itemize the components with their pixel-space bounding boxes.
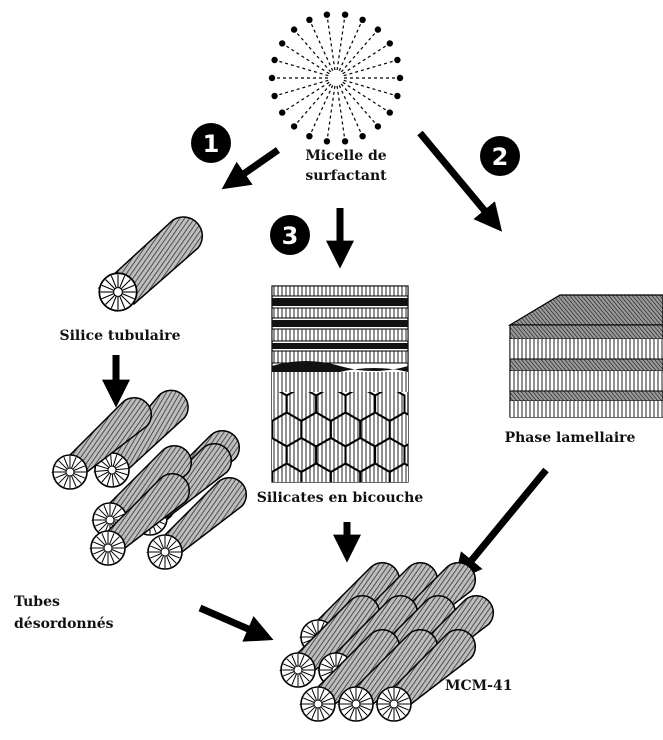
micelle-head [394,93,400,99]
micelle-head [324,138,330,144]
micelle-head [359,133,365,139]
lamellar-phase-block [510,295,663,417]
svg-text:2: 2 [492,143,509,171]
arrow-lamellar-to-mcm41 [462,470,546,572]
micelle-tail [344,61,394,76]
micelle-head [324,12,330,18]
tubular-silica-tube [99,217,202,311]
micelle-head [375,26,381,32]
micelle-tail [286,46,330,74]
micelle-head [397,75,403,81]
micelle-head [279,109,285,115]
route-2-badge: 2 [480,136,520,176]
micelle-head [387,40,393,46]
micelle-head [387,109,393,115]
svg-text:3: 3 [282,222,299,250]
micelle-head [306,133,312,139]
surfactant-micelle [269,12,403,145]
micelle-tail [297,84,331,123]
tubular-silica-label: Silice tubulaire [60,328,181,344]
micelle-head [271,93,277,99]
lamellar-phase-label: Phase lamellaire [505,430,636,446]
micelle-head [342,138,348,144]
micelle-tail [343,82,387,110]
micelle-tail [286,82,330,110]
micelle-tail [278,80,328,95]
micelle-tail [278,61,328,76]
disordered-tubes-label-line2: désordonnés [14,616,114,632]
disordered-tubes-label-line1: Tubes [14,594,60,610]
micelle-label-line2: surfactant [305,168,387,184]
route-3-badge: 3 [270,215,310,255]
micelle-tail [341,84,375,123]
micelle-head [306,17,312,23]
micelle-head [279,40,285,46]
micelle-head [359,17,365,23]
micelle-head [291,123,297,129]
micelle-tail [343,46,387,74]
micelle-tail [344,80,394,95]
arrow-tubes-to-mcm41 [200,608,262,635]
bilayer-silicates-label: Silicates en bicouche [257,490,424,506]
bilayer-silicates-panel [257,286,419,498]
micelle-tail [297,33,331,72]
mcm41-label: MCM-41 [445,678,512,694]
micelle-tail [328,86,335,137]
micelle-tail [328,19,335,71]
micelle-head [375,123,381,129]
disordered-tubes-cluster [53,389,246,569]
micelle-tail [337,86,344,137]
micelle-head [291,26,297,32]
micelle-head [269,75,275,81]
micelle-label-line1: Micelle de [305,148,386,164]
micelle-head [342,12,348,18]
micelle-head [394,57,400,63]
micelle-head [271,57,277,63]
mcm41-hexagonal-bundle [281,563,493,721]
route-1-badge: 1 [191,123,231,163]
micelle-tail [337,19,344,71]
svg-text:1: 1 [203,130,220,158]
micelle-tail [341,33,375,72]
arrow-route-1 [232,150,278,182]
